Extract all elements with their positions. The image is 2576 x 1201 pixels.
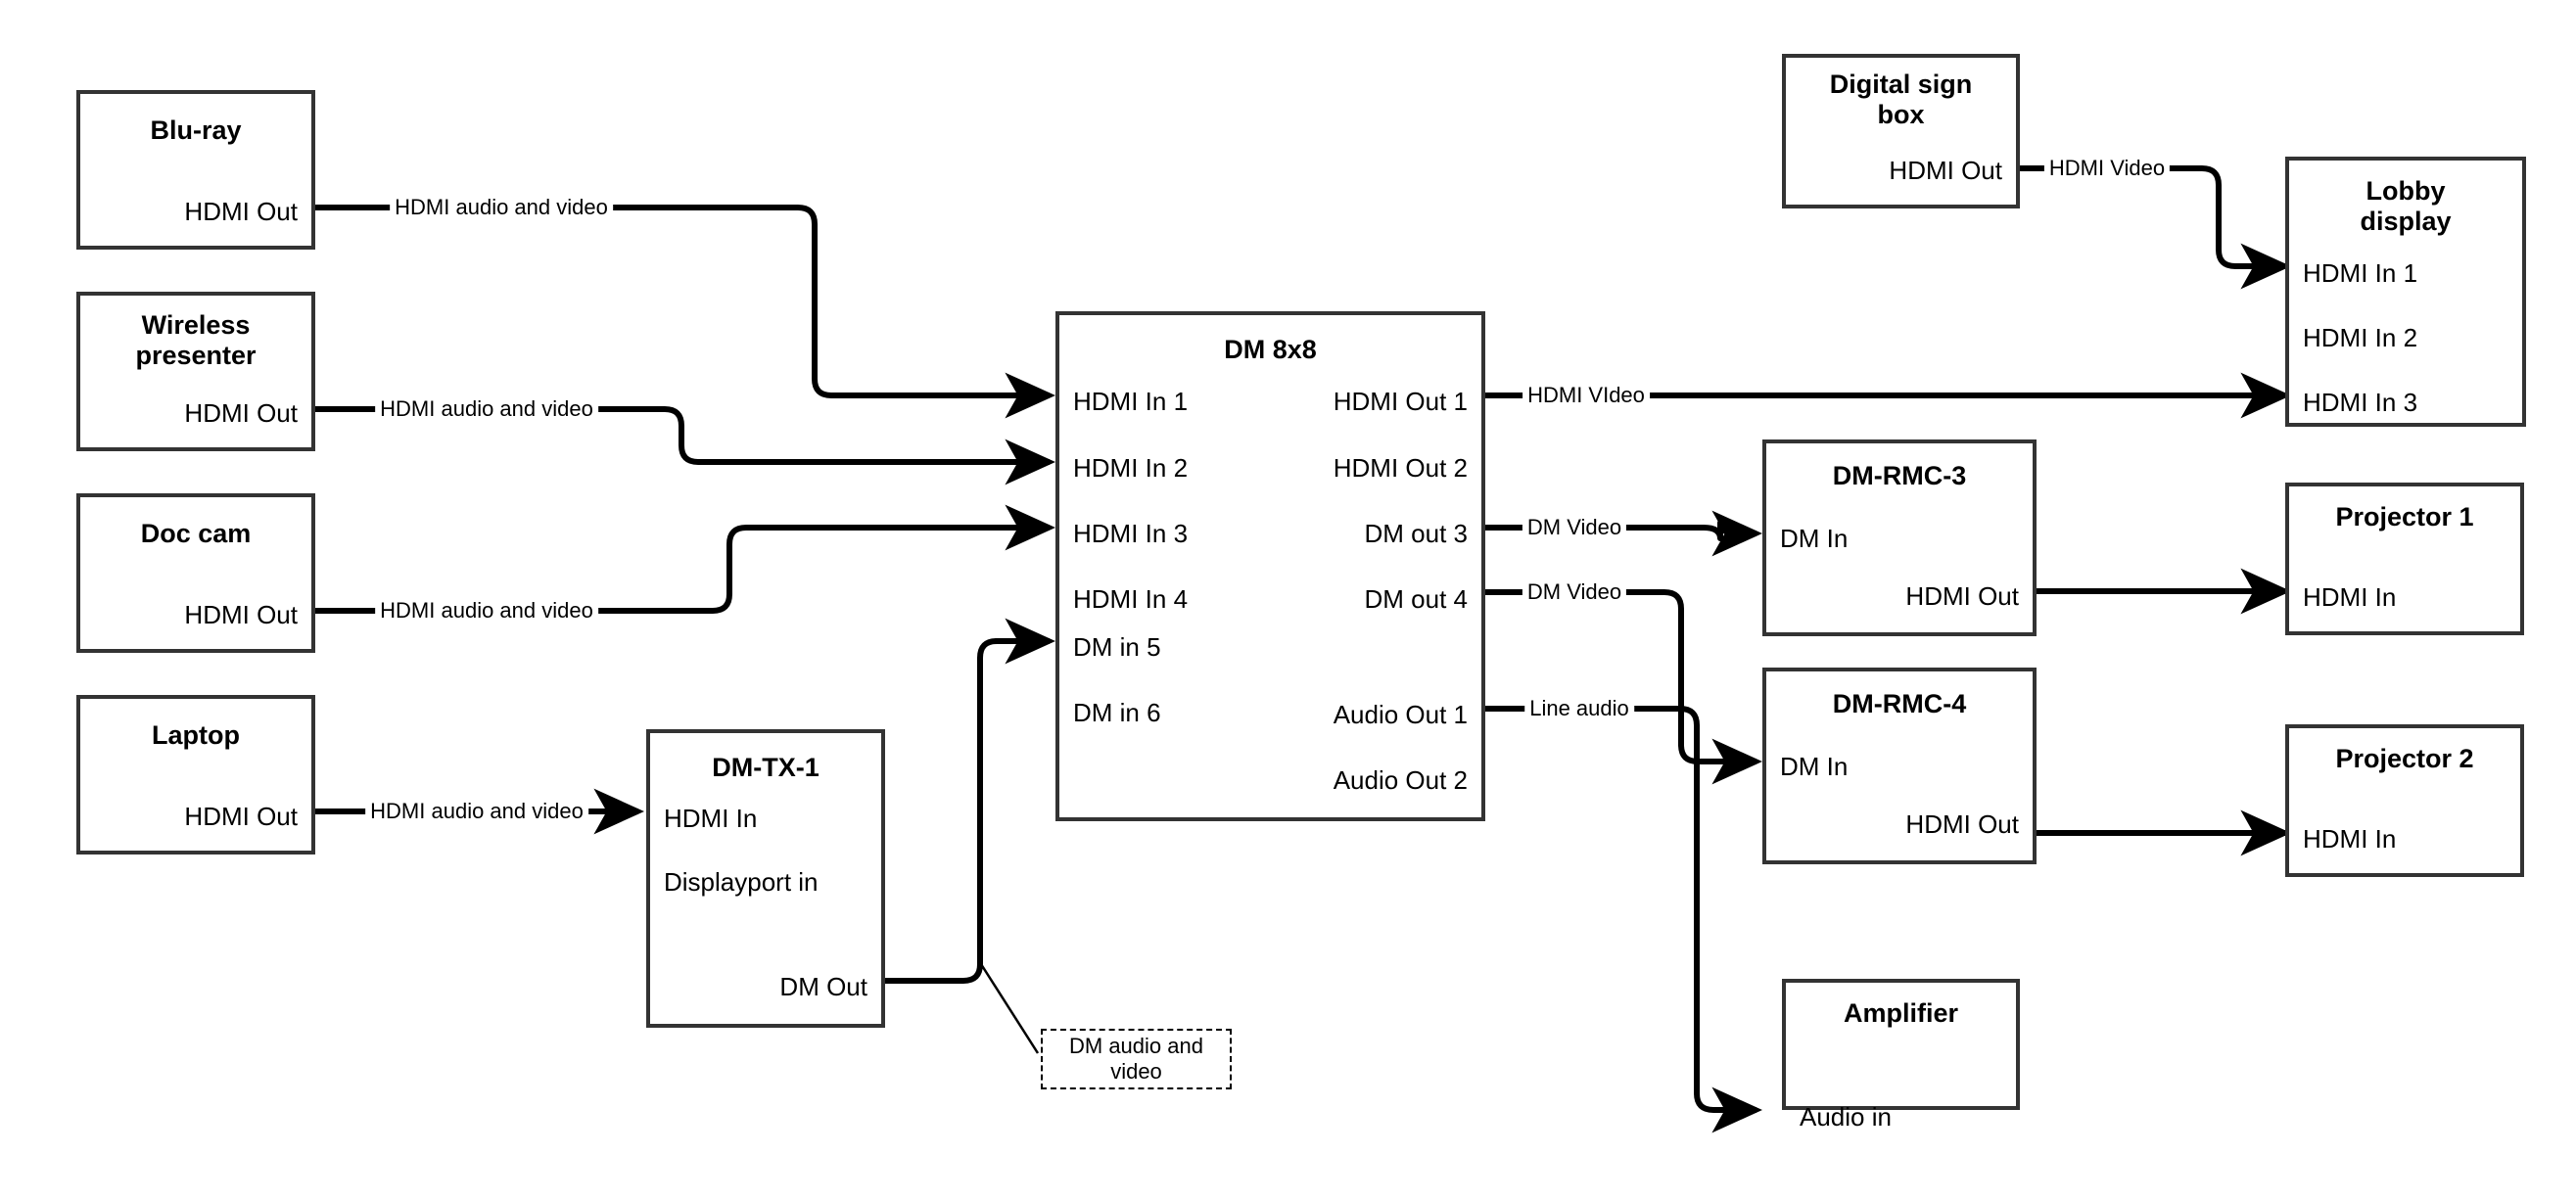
node-dm-rmc-3-port-dm-in: DM In <box>1780 524 1849 553</box>
wire-bluray-to-dm-in1 <box>315 205 1056 419</box>
node-dm-rmc-4-port-hdmi-out: HDMI Out <box>1905 809 2019 839</box>
node-projector-2-port-hdmi-in: HDMI In <box>2303 824 2397 854</box>
node-doc-cam-title: Doc cam <box>140 519 252 548</box>
note-dm-audio-and-video: DM audio and video <box>1041 1029 1232 1089</box>
node-dm-8x8-output-dm-out-4: DM out 4 <box>1364 584 1469 614</box>
node-dm-rmc-3-title: DM-RMC-3 <box>1832 461 1967 490</box>
node-dm-tx-1-port-hdmi-in: HDMI In <box>664 804 758 833</box>
edge-label-dm-out4-to-rmc4: DM Video <box>1522 578 1627 606</box>
node-projector-1[interactable]: Projector 1 HDMI In <box>2285 483 2524 635</box>
node-digital-sign-box-title: Digital sign box <box>1829 69 1973 130</box>
node-amplifier-port-audio-in: Audio in <box>1800 1102 1892 1132</box>
node-laptop-port-hdmi-out: HDMI Out <box>184 802 298 831</box>
node-dm-rmc-4-title: DM-RMC-4 <box>1832 689 1967 718</box>
node-dm-8x8-input-dm-in-5: DM in 5 <box>1073 632 1161 662</box>
node-projector-2-title: Projector 2 <box>2335 744 2474 773</box>
node-lobby-display-input-hdmi-in-2: HDMI In 2 <box>2303 323 2418 352</box>
node-dm-rmc-3[interactable]: DM-RMC-3 DM In HDMI Out <box>1762 439 2037 636</box>
node-bluray[interactable]: Blu-ray HDMI Out <box>76 90 315 250</box>
node-dm-rmc-4[interactable]: DM-RMC-4 DM In HDMI Out <box>1762 668 2037 864</box>
node-doc-cam[interactable]: Doc cam HDMI Out <box>76 493 315 653</box>
node-dm-8x8-input-hdmi-in-4: HDMI In 4 <box>1073 584 1189 614</box>
node-dm-8x8-title: DM 8x8 <box>1224 335 1317 364</box>
wire-doccam-to-dm-in3 <box>315 504 1056 614</box>
node-dm-8x8-output-audio-out-2: Audio Out 2 <box>1333 765 1468 795</box>
node-bluray-title: Blu-ray <box>150 115 242 145</box>
edge-label-dm-out3-to-rmc3: DM Video <box>1522 514 1627 541</box>
edge-label-dm-out1-to-lobby: HDMI VIdeo <box>1522 382 1650 409</box>
leader-line-dmtx1-note <box>979 963 1040 1054</box>
node-dm-8x8-input-hdmi-in-3: HDMI In 3 <box>1073 519 1189 548</box>
node-dm-8x8-input-hdmi-in-2: HDMI In 2 <box>1073 453 1189 483</box>
node-digital-sign-box-port-hdmi-out: HDMI Out <box>1889 156 2002 185</box>
edge-label-wireless-to-dm: HDMI audio and video <box>375 395 598 423</box>
node-lobby-display-title: Lobby display <box>2360 176 2452 237</box>
node-laptop[interactable]: Laptop HDMI Out <box>76 695 315 855</box>
node-dm-8x8-output-dm-out-3: DM out 3 <box>1364 519 1469 548</box>
node-lobby-display[interactable]: Lobby display HDMI In 1 HDMI In 2 HDMI I… <box>2285 157 2526 427</box>
node-dm-tx-1-port-dm-out: DM Out <box>779 972 867 1001</box>
wire-dmtx1-to-dm-in5 <box>885 618 1056 984</box>
node-digital-sign-box[interactable]: Digital sign box HDMI Out <box>1782 54 2020 208</box>
node-dm-8x8-input-dm-in-6: DM in 6 <box>1073 698 1161 727</box>
node-bluray-port-hdmi-out: HDMI Out <box>184 197 298 226</box>
node-wireless-presenter[interactable]: Wireless presenter HDMI Out <box>76 292 315 451</box>
node-dm-8x8[interactable]: DM 8x8 HDMI In 1 HDMI In 2 HDMI In 3 HDM… <box>1055 311 1485 821</box>
node-wireless-presenter-port-hdmi-out: HDMI Out <box>184 398 298 428</box>
wire-dm-audio1-to-amplifier <box>1485 706 1763 1133</box>
node-dm-rmc-4-port-dm-in: DM In <box>1780 752 1849 781</box>
wire-dm-out4-to-rmc4 <box>1485 589 1763 785</box>
node-amplifier-title: Amplifier <box>1843 998 1959 1028</box>
node-dm-8x8-output-audio-out-1: Audio Out 1 <box>1333 700 1468 729</box>
node-projector-1-title: Projector 1 <box>2335 502 2474 531</box>
node-dm-tx-1[interactable]: DM-TX-1 HDMI In Displayport in DM Out <box>646 729 885 1028</box>
edge-label-sign-to-lobby: HDMI Video <box>2043 155 2171 182</box>
node-projector-1-port-hdmi-in: HDMI In <box>2303 582 2397 612</box>
node-dm-tx-1-port-displayport-in: Displayport in <box>664 867 819 897</box>
node-lobby-display-input-hdmi-in-3: HDMI In 3 <box>2303 388 2418 417</box>
node-dm-rmc-3-port-hdmi-out: HDMI Out <box>1905 581 2019 611</box>
wire-dm-out3-to-rmc3 <box>1485 510 1763 557</box>
edge-label-bluray-to-dm: HDMI audio and video <box>390 194 613 221</box>
node-laptop-title: Laptop <box>152 720 240 750</box>
node-doc-cam-port-hdmi-out: HDMI Out <box>184 600 298 629</box>
edge-label-dm-audio1-to-amplifier: Line audio <box>1524 695 1634 722</box>
node-dm-8x8-output-hdmi-out-2: HDMI Out 2 <box>1333 453 1468 483</box>
edge-label-laptop-to-dmtx1: HDMI audio and video <box>365 798 588 825</box>
node-lobby-display-input-hdmi-in-1: HDMI In 1 <box>2303 258 2418 288</box>
node-projector-2[interactable]: Projector 2 HDMI In <box>2285 724 2524 877</box>
wire-sign-to-lobby-in1 <box>2020 165 2292 290</box>
node-dm-8x8-input-hdmi-in-1: HDMI In 1 <box>1073 387 1189 416</box>
node-dm-tx-1-title: DM-TX-1 <box>712 753 820 782</box>
node-dm-8x8-output-hdmi-out-1: HDMI Out 1 <box>1333 387 1468 416</box>
edge-label-doccam-to-dm: HDMI audio and video <box>375 597 598 624</box>
node-amplifier[interactable]: Amplifier Audio in <box>1782 979 2020 1132</box>
wire-wireless-to-dm-in2 <box>315 406 1056 485</box>
node-wireless-presenter-title: Wireless presenter <box>135 310 257 371</box>
